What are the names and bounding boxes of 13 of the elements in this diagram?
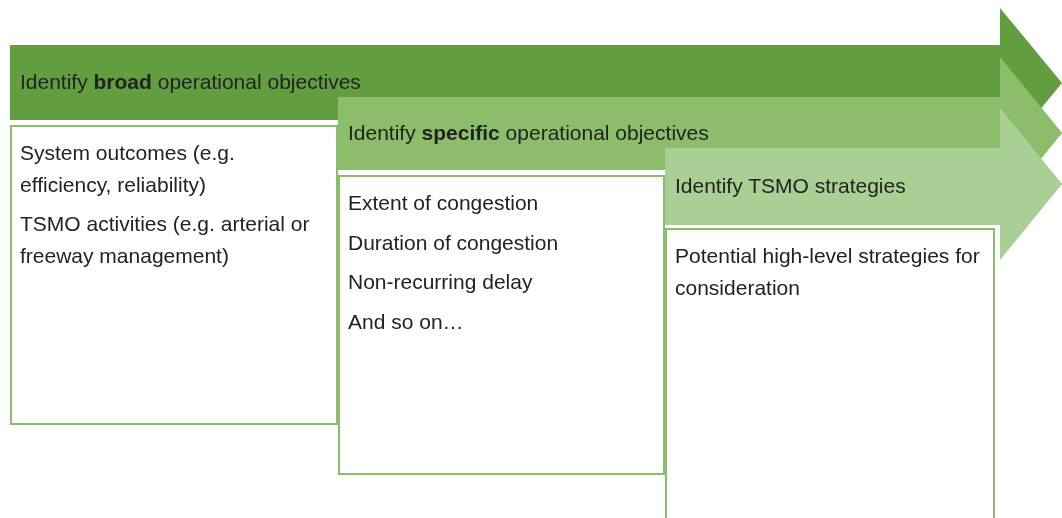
item-text: Non-recurring delay bbox=[348, 269, 534, 295]
text-box bbox=[10, 125, 338, 425]
item-text: And so on… bbox=[348, 308, 465, 335]
step-label: Identify specific operational objectives bbox=[348, 120, 709, 147]
step-label: Identify TSMO strategies bbox=[675, 173, 906, 200]
step-label: Identify broad operational objectives bbox=[20, 69, 361, 96]
text-box bbox=[338, 175, 665, 475]
item-text: Extent of congestion bbox=[348, 190, 540, 216]
item-text: System outcomes (e.g. efficiency, reliability) bbox=[20, 140, 236, 198]
item-text: TSMO activities (e.g. arterial or freeway management) bbox=[20, 211, 311, 269]
item-text: Potential high-level strategies for consideration bbox=[675, 243, 981, 301]
text-box bbox=[665, 228, 995, 518]
item-text: Duration of congestion bbox=[348, 229, 560, 256]
